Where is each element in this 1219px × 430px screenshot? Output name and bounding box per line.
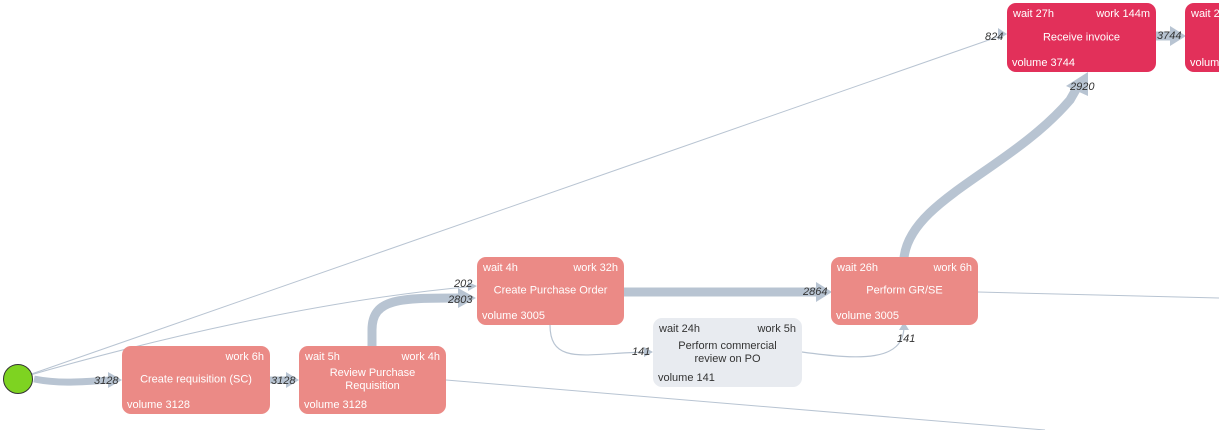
edge-count-label: 141 <box>632 346 650 358</box>
edge-count-label: 3128 <box>271 375 296 387</box>
wait-time: wait 24h <box>659 323 700 335</box>
start-node[interactable] <box>3 364 33 394</box>
edge-count-label: 824 <box>985 31 1003 43</box>
arrowhead <box>1170 26 1186 46</box>
edge-start-to-receive-invoice[interactable] <box>19 33 1007 379</box>
edge-gr-se-to-offscreen[interactable] <box>977 291 1219 299</box>
arrowhead <box>899 322 909 330</box>
volume-count: volume 3005 <box>482 310 545 322</box>
arrowhead <box>644 347 653 357</box>
arrowhead <box>468 282 477 291</box>
work-time: work 6h <box>225 351 264 363</box>
edge-start-to-create-po[interactable] <box>19 285 477 379</box>
volume-count: volume 141 <box>658 372 715 384</box>
wait-time: wait 5h <box>305 351 340 363</box>
activity-node-commercial-review[interactable]: wait 24h work 5h Perform commercial revi… <box>653 318 802 387</box>
volume-count: volume 3128 <box>304 399 367 411</box>
activity-node-offscreen-partial[interactable]: wait 2 volum <box>1185 3 1219 72</box>
activity-node-perform-gr-se[interactable]: wait 26h work 6h Perform GR/SE volume 30… <box>831 257 978 325</box>
work-time: work 5h <box>757 323 796 335</box>
activity-title: Perform GR/SE <box>866 284 943 297</box>
wait-time: wait 27h <box>1013 8 1054 20</box>
activity-title: Review Purchase Requisition <box>329 367 416 392</box>
activity-node-create-purchase-order[interactable]: wait 4h work 32h Create Purchase Order v… <box>477 257 624 325</box>
arrowhead <box>1066 72 1088 96</box>
edge-start-to-create-req[interactable] <box>33 375 111 386</box>
edge-count-label: 2920 <box>1069 81 1095 93</box>
activity-title: Create requisition (SC) <box>140 373 252 386</box>
arrowhead <box>108 372 122 388</box>
activity-title: Perform commercial review on PO <box>678 339 777 365</box>
work-time: work 32h <box>573 262 618 274</box>
activity-node-review-purchase-requisition[interactable]: wait 5h work 4h Review Purchase Requisit… <box>299 346 446 414</box>
activity-title: Receive invoice <box>1042 31 1121 43</box>
edge-count-label: 3744 <box>1157 30 1181 42</box>
activity-node-receive-invoice[interactable]: wait 27h work 144m Receive invoice volum… <box>1007 3 1156 72</box>
wait-time: wait 26h <box>837 262 878 274</box>
volume-count: volume 3005 <box>836 310 899 322</box>
edge-review-to-create-po[interactable] <box>367 293 461 346</box>
work-time: work 4h <box>401 351 440 363</box>
arrowhead <box>998 28 1007 40</box>
edge-count-label: 2864 <box>802 286 827 298</box>
wait-time: wait 4h <box>483 262 518 274</box>
edge-review-to-offscreen[interactable] <box>445 379 1046 430</box>
arrowhead <box>458 288 476 308</box>
arrowhead <box>286 372 299 388</box>
edge-create-po-to-commercial-review[interactable] <box>549 324 653 356</box>
edge-count-label: 3128 <box>94 375 119 387</box>
edge-count-label: 141 <box>897 333 915 345</box>
activity-title: Create Purchase Order <box>493 284 608 297</box>
edge-count-label: 202 <box>453 278 472 290</box>
edge-commercial-review-to-gr-se[interactable] <box>801 325 905 358</box>
edge-count-label: 2803 <box>447 294 473 306</box>
volume-count: volume 3128 <box>127 399 190 411</box>
work-time: work 144m <box>1096 8 1150 20</box>
edge-gr-se-to-receive-invoice[interactable] <box>899 83 1082 259</box>
activity-node-create-requisition[interactable]: work 6h Create requisition (SC) volume 3… <box>122 346 270 414</box>
volume-count: volume 3744 <box>1012 57 1075 69</box>
work-time: work 6h <box>933 262 972 274</box>
volume-count: volum <box>1190 57 1219 69</box>
arrowhead <box>816 282 832 302</box>
wait-time: wait 2 <box>1191 8 1219 20</box>
